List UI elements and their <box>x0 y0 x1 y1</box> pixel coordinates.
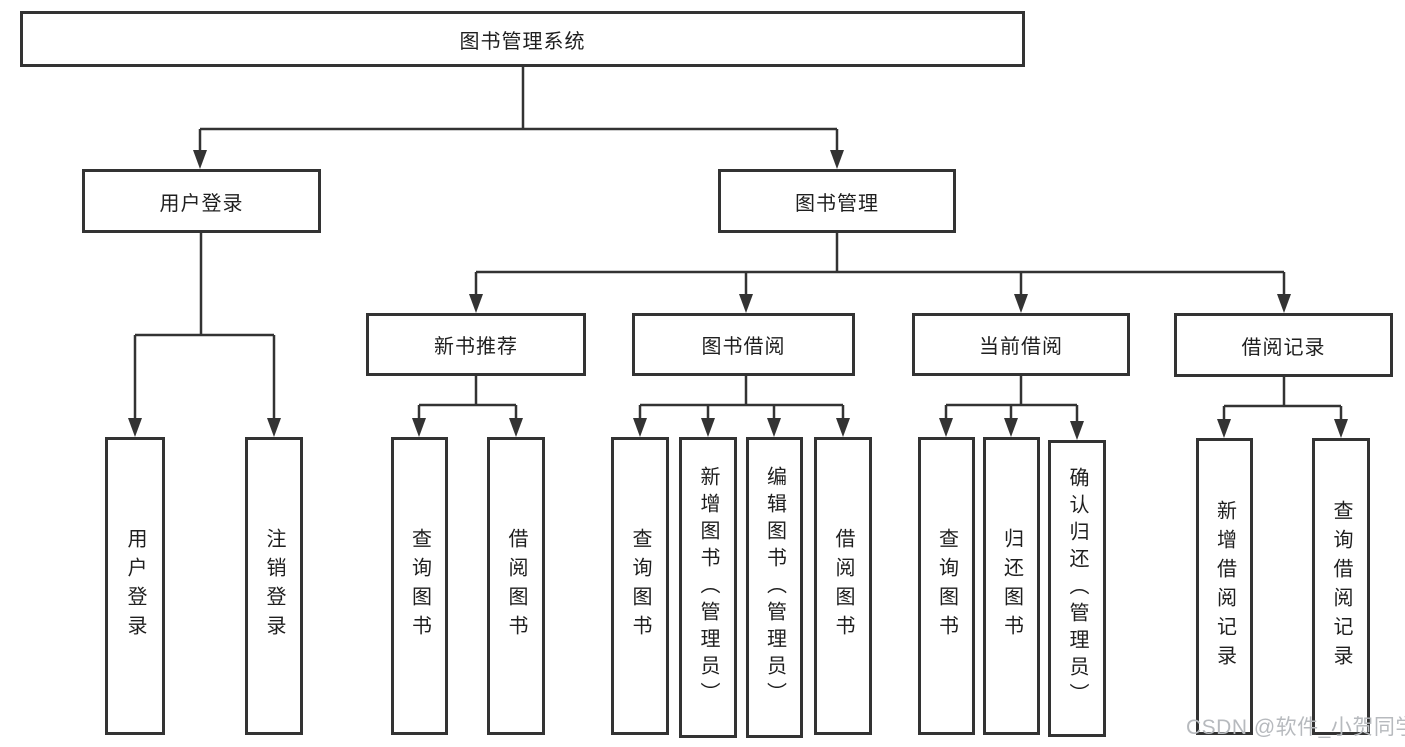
arrowhead <box>128 418 142 437</box>
leaf-confirm-return-admin: 确认归还（管理员） <box>1048 440 1106 737</box>
arrowhead <box>469 294 483 313</box>
leaf-add-borrow-record-label: 新增借阅记录 <box>1213 499 1236 674</box>
leaf-query-book-2: 查询图书 <box>611 437 669 735</box>
leaf-query-borrow-record-label: 查询借阅记录 <box>1330 499 1352 674</box>
leaf-query-book-3: 查询图书 <box>918 437 975 735</box>
leaf-logout-label: 注销登录 <box>263 528 285 644</box>
leaf-return-book-label: 归还图书 <box>1000 528 1023 644</box>
arrowhead <box>767 418 781 437</box>
node-new-book-recommend: 新书推荐 <box>366 313 586 376</box>
arrowhead <box>939 418 953 437</box>
arrowhead <box>1014 294 1028 313</box>
node-current-borrow-label: 当前借阅 <box>979 336 1063 358</box>
arrowhead <box>1277 294 1291 313</box>
leaf-query-book-1-label: 查询图书 <box>408 528 431 644</box>
arrowhead <box>830 150 844 169</box>
leaf-add-borrow-record: 新增借阅记录 <box>1196 438 1253 735</box>
arrowhead <box>701 418 715 437</box>
leaf-edit-book-admin-label: 编辑图书（管理员） <box>763 466 786 709</box>
csdn-watermark: CSDN @软件_小贺同学 <box>1186 716 1405 739</box>
leaf-borrow-book-1: 借阅图书 <box>487 437 545 735</box>
arrowhead <box>193 150 207 169</box>
arrowhead <box>836 418 850 437</box>
node-current-borrow: 当前借阅 <box>912 313 1130 376</box>
leaf-borrow-book-2-label: 借阅图书 <box>832 528 854 644</box>
leaf-query-book-2-label: 查询图书 <box>629 528 651 644</box>
leaf-query-book-3-label: 查询图书 <box>935 528 958 644</box>
arrowhead <box>633 418 647 437</box>
leaf-user-login-label: 用户登录 <box>124 528 146 644</box>
arrowhead <box>412 418 426 437</box>
leaf-query-book-1: 查询图书 <box>391 437 448 735</box>
arrowhead <box>1334 419 1348 438</box>
leaf-add-book-admin-label: 新增图书（管理员） <box>697 466 719 709</box>
node-root-label: 图书管理系统 <box>459 30 586 53</box>
arrowhead <box>267 418 281 437</box>
arrowhead <box>1070 421 1084 440</box>
arrowhead <box>1217 419 1231 438</box>
leaf-add-book-admin: 新增图书（管理员） <box>679 437 737 738</box>
leaf-query-borrow-record: 查询借阅记录 <box>1312 438 1370 735</box>
node-borrow-record: 借阅记录 <box>1174 313 1393 377</box>
leaf-confirm-return-admin-label: 确认归还（管理员） <box>1066 467 1088 710</box>
leaf-borrow-book-2: 借阅图书 <box>814 437 872 735</box>
arrowhead <box>509 418 523 437</box>
node-book-borrow: 图书借阅 <box>632 313 855 376</box>
node-new-book-recommend-label: 新书推荐 <box>434 336 518 358</box>
leaf-logout: 注销登录 <box>245 437 303 735</box>
node-root: 图书管理系统 <box>20 11 1025 67</box>
leaf-edit-book-admin: 编辑图书（管理员） <box>746 437 803 738</box>
node-user-login: 用户登录 <box>82 169 321 233</box>
node-borrow-record-label: 借阅记录 <box>1241 336 1326 359</box>
arrowhead <box>739 294 753 313</box>
node-user-login-label: 用户登录 <box>159 192 244 215</box>
leaf-user-login: 用户登录 <box>105 437 165 735</box>
arrowhead <box>1004 418 1018 437</box>
leaf-return-book: 归还图书 <box>983 437 1040 735</box>
node-book-management: 图书管理 <box>718 169 956 233</box>
node-book-borrow-label: 图书借阅 <box>701 336 786 358</box>
node-book-management-label: 图书管理 <box>795 192 879 215</box>
leaf-borrow-book-1-label: 借阅图书 <box>505 528 527 644</box>
